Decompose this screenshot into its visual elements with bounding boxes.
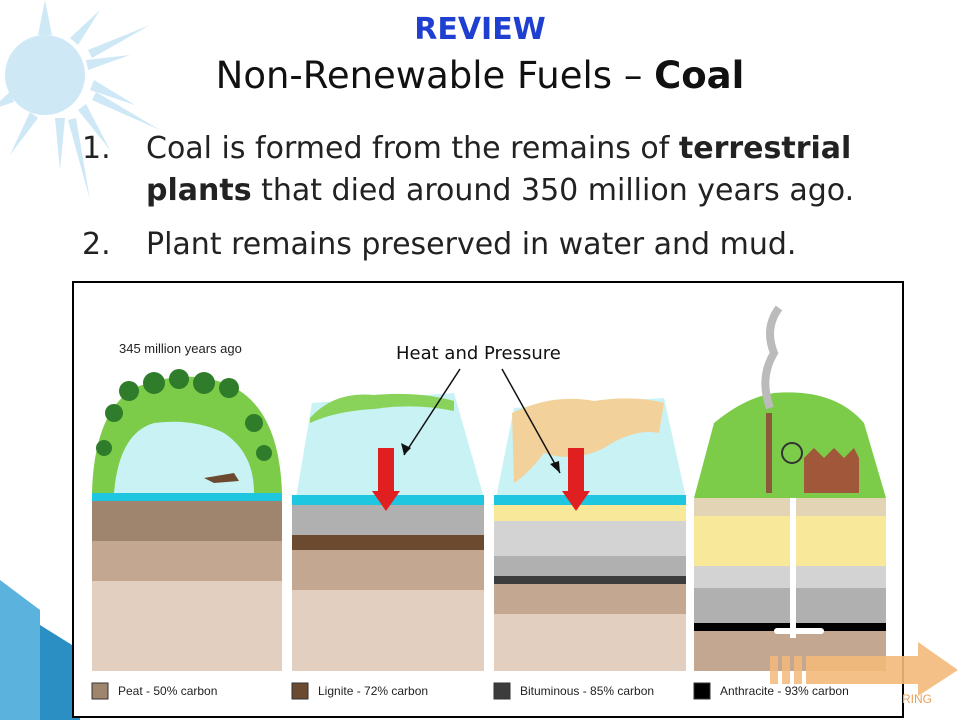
panel-peat [92,369,282,671]
bullet-list: 1. Coal is formed from the remains of te… [82,128,932,278]
coal-formation-diagram: 345 million years ago Heat and Pressure [72,281,904,718]
item-text-end: that died around 350 million years ago. [251,173,855,208]
sunburst-decoration [0,0,160,200]
title-bold: Coal [654,54,745,97]
legend-label: Bituminous - 85% carbon [520,684,654,698]
review-heading: REVIEW [414,12,546,47]
legend-label: Peat - 50% carbon [118,684,217,698]
slide-title: Non-Renewable Fuels – Coal [0,54,960,97]
item-text: Plant remains preserved in water and mud… [146,227,797,262]
legend-swatch [693,682,711,700]
item-bold: terrestrial plants [146,131,852,208]
panel-anthracite [694,305,886,671]
legend: Peat - 50% carbon Lignite - 72% carbon B… [91,682,849,700]
item-text: Coal is formed from the remains of [146,131,679,166]
legend-swatch [291,682,309,700]
list-item: 2. Plant remains preserved in water and … [82,224,932,266]
legend-swatch [493,682,511,700]
legend-swatch [91,682,109,700]
panel-lignite [292,393,484,671]
force-label: Heat and Pressure [396,343,561,364]
legend-label: Anthracite - 93% carbon [720,684,849,698]
title-prefix: Non-Renewable Fuels – [215,54,655,97]
corner-decoration [0,580,80,720]
footer-text: RING [902,692,932,706]
legend-label: Lignite - 72% carbon [318,684,428,698]
item-number: 2. [82,227,111,262]
trees [96,369,272,461]
time-label: 345 million years ago [119,341,242,356]
list-item: 1. Coal is formed from the remains of te… [82,128,932,212]
next-arrow-icon[interactable] [770,638,960,698]
item-number: 1. [82,131,111,166]
panel-bituminous [494,398,686,671]
